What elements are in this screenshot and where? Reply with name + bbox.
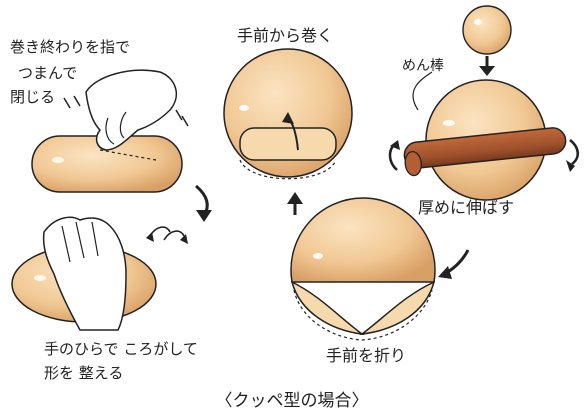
arrow-down-icon <box>479 56 495 76</box>
roll-direction-icon <box>149 226 185 241</box>
motion-marks-right-icon <box>175 109 189 127</box>
hand-palm <box>42 216 127 331</box>
motion-marks-icon <box>63 95 81 109</box>
rotate-right-icon <box>569 139 579 165</box>
arrow-up-icon <box>287 192 303 215</box>
tool-label-rolling-pin: めん棒 <box>402 58 444 74</box>
step-label-stretch: 厚めに伸ばす <box>418 198 515 217</box>
diagram-caption: 〈クッペ型の場合〉 <box>215 391 369 411</box>
rolling-pin-pointer <box>412 71 433 111</box>
step-label-shape-line2: 形を 整える <box>44 364 124 382</box>
step-label-pinch-line2: つまんで <box>18 64 78 82</box>
step-label-roll: 手前から巻く <box>237 26 334 45</box>
hand-pinching <box>85 69 178 151</box>
dough-rolling <box>223 48 353 180</box>
step-label-pinch-line1: 巻き終わりを指で <box>10 38 131 56</box>
small-dough-ball <box>462 5 512 55</box>
step-label-shape-line1: 手のひらで ころがして <box>44 340 198 358</box>
step-label-fold: 手前を折り <box>326 346 407 365</box>
dough-folded <box>290 197 436 341</box>
step-label-pinch-line3: 閉じる <box>10 88 56 106</box>
arrow-to-pinch-icon <box>195 184 212 222</box>
arrow-to-fold-icon <box>438 249 470 279</box>
rolling-pin <box>403 127 567 177</box>
